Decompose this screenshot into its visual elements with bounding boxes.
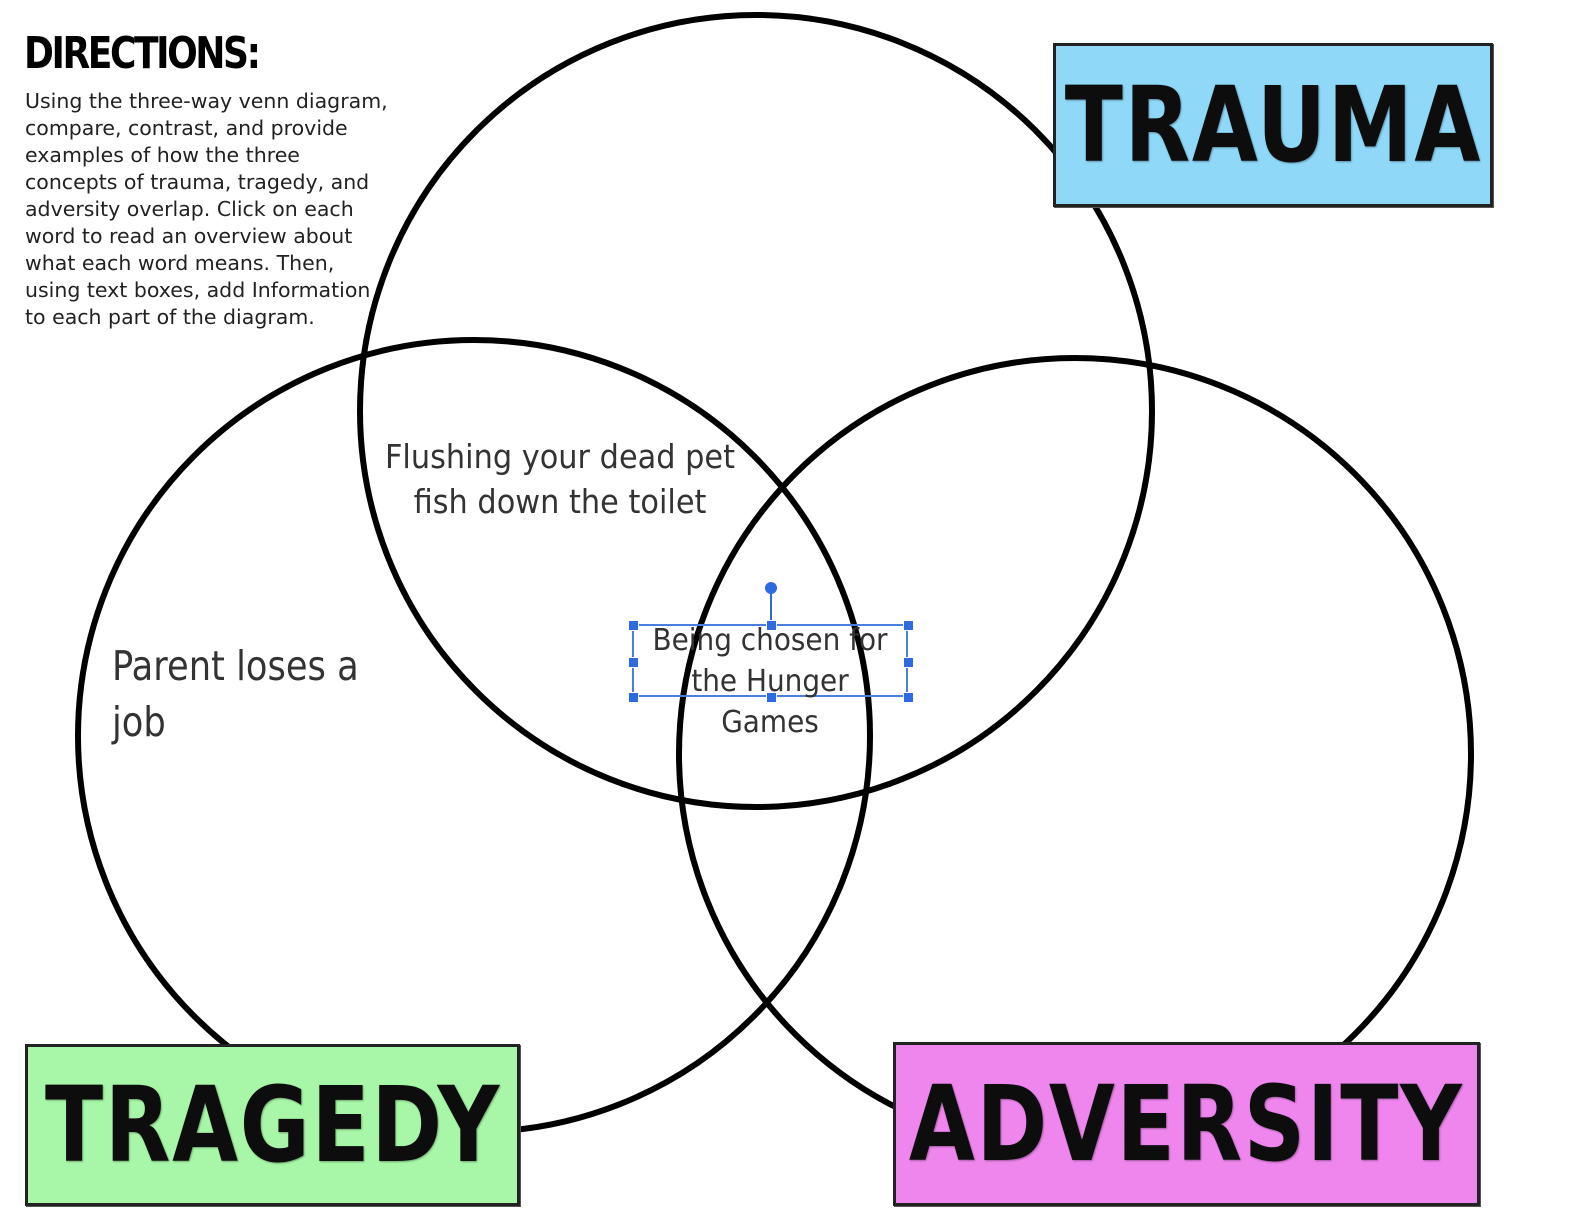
resize-handle-top[interactable] xyxy=(766,620,777,631)
tragedy-label-button[interactable]: TRAGEDY xyxy=(25,1044,520,1206)
resize-handle-top-left[interactable] xyxy=(628,620,639,631)
directions-text: Using the three-way venn diagram, compar… xyxy=(25,89,388,329)
resize-handle-bottom-left[interactable] xyxy=(628,692,639,703)
directions-title: DIRECTIONS: xyxy=(24,28,261,79)
resize-handle-bottom[interactable] xyxy=(766,692,777,703)
trauma-label-text: TRAUMA xyxy=(1064,64,1482,186)
rotation-line xyxy=(770,588,772,624)
adversity-label-button[interactable]: ADVERSITY xyxy=(893,1042,1480,1206)
tragedy-label-text: TRAGEDY xyxy=(44,1064,501,1186)
trauma-tragedy-text-box[interactable]: Flushing your dead pet fish down the toi… xyxy=(384,437,736,521)
trauma-label-button[interactable]: TRAUMA xyxy=(1053,43,1493,207)
trauma-circle xyxy=(357,12,1155,810)
resize-handle-top-right[interactable] xyxy=(903,620,914,631)
center-text-box-selected[interactable]: Being chosen for the Hunger Games xyxy=(652,623,888,740)
resize-handle-left[interactable] xyxy=(628,657,639,668)
resize-handle-bottom-right[interactable] xyxy=(903,692,914,703)
adversity-circle xyxy=(676,355,1474,1153)
text-box-selection-frame xyxy=(628,582,914,703)
tragedy-text-box[interactable]: Parent loses a job xyxy=(112,642,359,746)
adversity-label-text: ADVERSITY xyxy=(909,1063,1464,1185)
resize-handle-right[interactable] xyxy=(903,657,914,668)
rotate-handle[interactable] xyxy=(765,582,777,594)
